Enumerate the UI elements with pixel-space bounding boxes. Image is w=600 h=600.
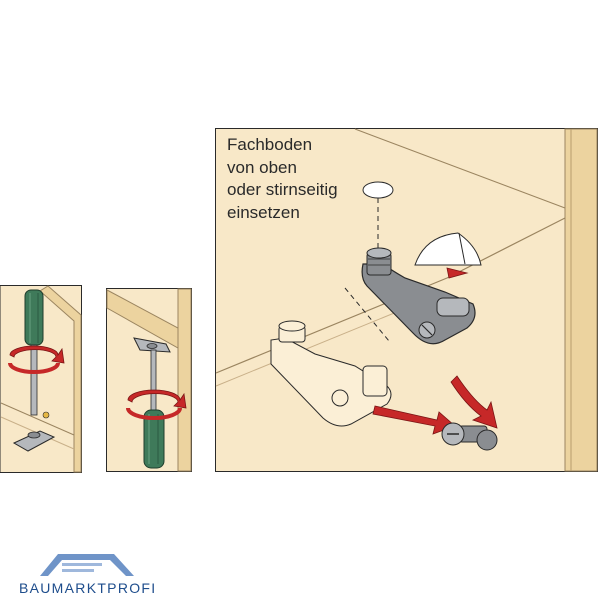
logo-roof-icon (40, 554, 134, 576)
shelf-hole-icon (362, 181, 394, 199)
fitting-icon (12, 411, 56, 452)
instruction-caption: Fachboden von oben oder stirnseitig eins… (227, 134, 338, 224)
instruction-line: von oben (227, 157, 297, 177)
fitting-icon (133, 337, 171, 353)
rotation-arrow-icon (9, 345, 65, 364)
arrow-side-icon (446, 267, 469, 279)
step-fix-illustration (106, 288, 192, 472)
brand-name: BAUMARKTPROFI (19, 580, 157, 596)
rotation-arrow-icon (127, 389, 187, 409)
main-illustration (215, 128, 598, 472)
main-illustration-panel: Fachboden von oben oder stirnseitig eins… (215, 128, 598, 472)
fitting-outline-icon (270, 320, 392, 427)
step-tighten-illustration (0, 285, 82, 473)
step-tighten-panel (0, 285, 82, 473)
instruction-line: einsetzen (227, 202, 300, 222)
fitting-icon (361, 247, 476, 345)
arrow-down-icon (450, 375, 498, 429)
brand-logo: BAUMARKTPROFI (18, 548, 168, 598)
screwdriver-icon (143, 349, 165, 469)
step-fix-panel (106, 288, 192, 472)
side-board (564, 128, 598, 472)
instruction-line: oder stirnseitig (227, 180, 338, 199)
connector-bolt-icon (441, 422, 498, 451)
instruction-line: Fachboden (227, 135, 313, 154)
front-hole-icon (414, 232, 482, 266)
screwdriver-icon (24, 289, 44, 416)
